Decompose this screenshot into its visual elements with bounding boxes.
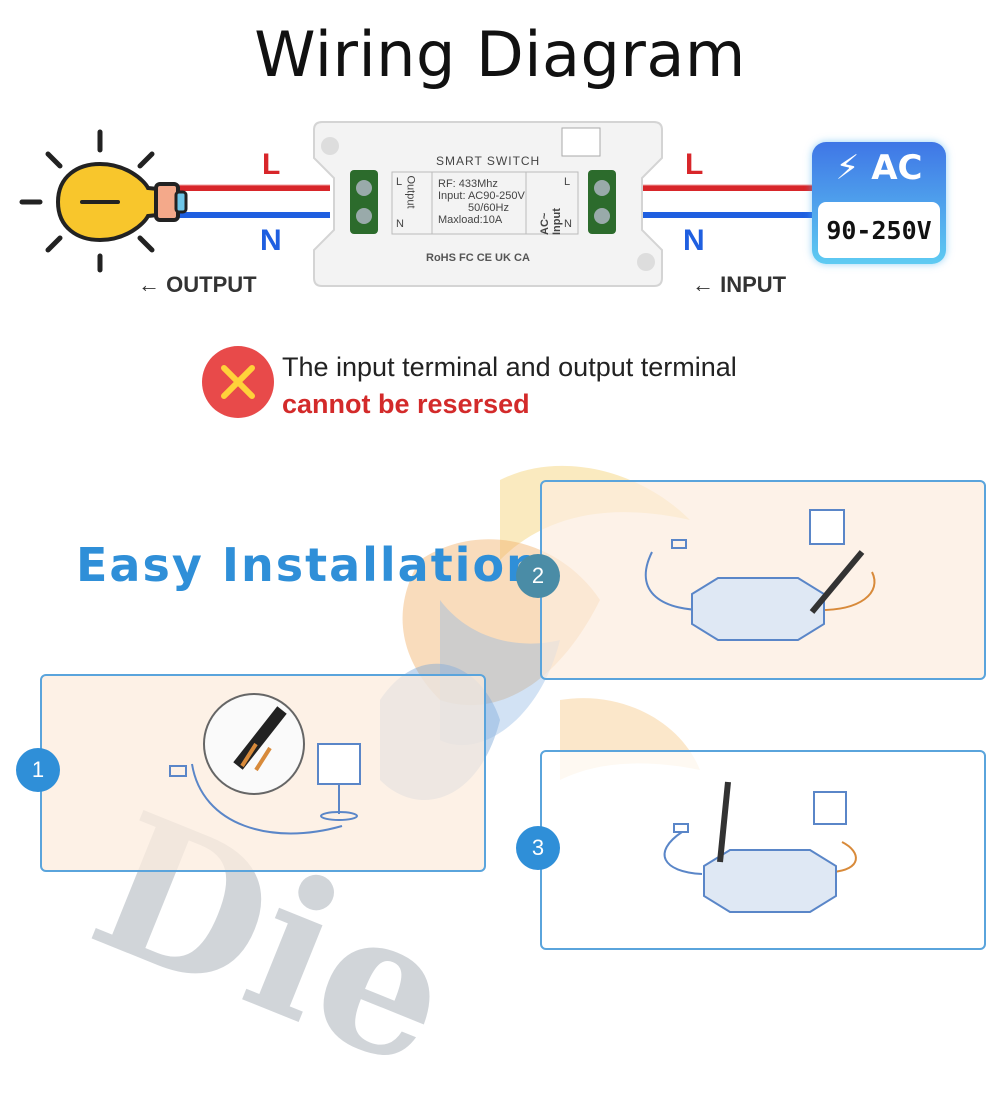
switch-freq: 50/60Hz [468, 202, 509, 214]
light-bulb-icon [19, 129, 188, 273]
wires [175, 184, 815, 218]
output-direction: ← OUTPUT [138, 272, 257, 298]
step-badge-2: 2 [516, 554, 560, 598]
output-live-label: L [262, 148, 281, 181]
step-panel-3 [540, 750, 986, 950]
step-panel-1 [40, 674, 486, 872]
switch-term-l-left: L [396, 176, 403, 188]
input-live-label: L [685, 148, 704, 181]
switch-term-l-right: L [564, 176, 571, 188]
step-3-illustration [663, 781, 857, 913]
arrow-left-icon: ← [692, 272, 714, 297]
switch-output-side: Output [404, 175, 417, 209]
output-neutral-label: N [260, 224, 282, 257]
switch-input: Input: AC90-250V [438, 190, 525, 202]
input-label: INPUT [720, 272, 787, 297]
warning-text-line2: cannot be resersed [282, 389, 530, 419]
ac-label: ⚡ AC [835, 148, 923, 188]
output-label: OUTPUT [166, 272, 257, 297]
warning-icon [202, 346, 274, 418]
ac-voltage-range: 90-250V [818, 202, 940, 258]
switch-input-side: AC~ Input [539, 208, 563, 235]
switch-name: SMART SWITCH [436, 154, 541, 168]
installation-heading: Easy Installation [76, 538, 541, 592]
warning-text-line1: The input terminal and output terminal [282, 352, 737, 382]
arrow-left-icon: ← [138, 272, 160, 297]
switch-maxload: Maxload:10A [438, 214, 503, 226]
switch-certifications: RoHS FC CE UK CA [426, 252, 530, 264]
switch-term-n-left: N [396, 218, 404, 230]
step-panel-2 [540, 480, 986, 680]
switch-term-n-right: N [564, 218, 572, 230]
input-neutral-label: N [683, 224, 705, 257]
step-2-illustration [644, 509, 876, 641]
ac-power-badge: ⚡ AC 90-250V [812, 142, 946, 264]
step-badge-1: 1 [16, 748, 60, 792]
page-title: Wiring Diagram [254, 18, 746, 91]
smart-switch-device: SMART SWITCH RF: 433Mhz Input: AC90-250V… [312, 118, 664, 290]
switch-rf: RF: 433Mhz [438, 178, 498, 190]
switch-body [313, 121, 663, 287]
plug-icon: ⚡ [835, 148, 860, 188]
input-direction: ← INPUT [692, 272, 786, 298]
step-1-illustration [169, 693, 361, 835]
step-badge-3: 3 [516, 826, 560, 870]
